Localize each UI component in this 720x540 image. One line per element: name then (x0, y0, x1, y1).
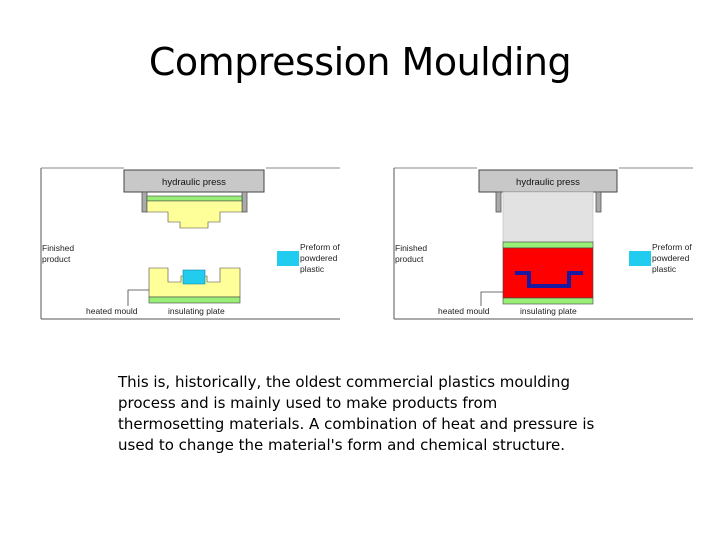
hydraulic-press (123, 169, 265, 193)
hydraulic-press-label: hydraulic press (516, 177, 580, 188)
guide-post-left (141, 191, 148, 213)
heated-mould-leader (480, 291, 503, 306)
lower-insulating-plate (502, 297, 594, 305)
insulating-plate-label: insulating plate (168, 306, 225, 316)
guide-post-right (241, 191, 248, 213)
upper-insulating-plate (146, 195, 243, 202)
moulded-product (515, 271, 583, 288)
upper-insulating-plate (502, 241, 594, 249)
lower-insulating-plate (148, 296, 241, 304)
upper-mould (146, 200, 243, 229)
finished-product-label-1: Finished (395, 243, 427, 253)
insulating-plate-label: insulating plate (520, 306, 577, 316)
preform-label-1: Preform of (300, 242, 340, 252)
slide-caption: This is, historically, the oldest commer… (118, 373, 595, 454)
preform-label-3: plastic (652, 264, 677, 274)
preform-powder (182, 269, 206, 285)
hydraulic-press-label: hydraulic press (162, 177, 226, 188)
guide-post-left (495, 191, 502, 213)
preform-label-3: plastic (300, 264, 325, 274)
heated-mould-label: heated mould (438, 306, 490, 316)
preform-label-2: powdered (300, 253, 338, 263)
heated-mould-label: heated mould (86, 306, 138, 316)
slide-title: Compression Moulding (148, 40, 572, 84)
diagram-mould-closed-svg: hydraulic press Finished product Preform… (393, 167, 693, 320)
finished-product-label-2: product (42, 254, 71, 264)
heated-mould-leader (127, 289, 149, 306)
diagram-mould-open-svg: hydraulic press Finished product Preform… (40, 167, 340, 320)
preform-label-1: Preform of (652, 242, 692, 252)
preform-legend-swatch (277, 251, 299, 266)
guide-post-right (595, 191, 602, 213)
preform-legend-swatch (629, 251, 651, 266)
finished-product-label-1: Finished (42, 243, 74, 253)
press-ram (502, 191, 594, 243)
diagram-mould-closed: hydraulic press Finished product Preform… (393, 160, 693, 322)
finished-product-label-2: product (395, 254, 424, 264)
preform-label-2: powdered (652, 253, 690, 263)
diagram-mould-open: hydraulic press Finished product Preform… (40, 160, 340, 322)
